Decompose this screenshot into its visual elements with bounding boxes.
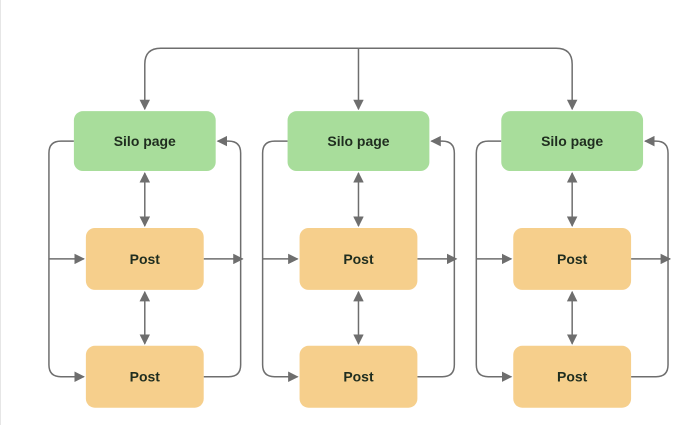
post-node-2-2 [299,345,418,408]
post-label-3-1: Post [557,251,588,267]
post-node-3-2 [513,345,632,408]
silo-page-label-3: Silo page [541,133,603,149]
post-node-1-1 [85,227,204,290]
post-node-2-1 [299,227,418,290]
silo-page-label-1: Silo page [114,133,176,149]
post-label-2-1: Post [343,251,374,267]
post-label-3-2: Post [557,369,588,385]
top-link-right [358,47,578,111]
post-label-1-2: Post [130,369,161,385]
silo-page-label-2: Silo page [327,133,389,149]
silo-page-node-2 [287,111,430,172]
post-label-1-1: Post [130,251,161,267]
silo-page-node-1 [73,111,216,172]
connector-lines [48,47,672,383]
post-label-2-2: Post [343,369,374,385]
silo-page-node-3 [501,111,644,172]
post-node-1-2 [85,345,204,408]
top-link-left [139,47,359,111]
post-node-3-1 [513,227,632,290]
